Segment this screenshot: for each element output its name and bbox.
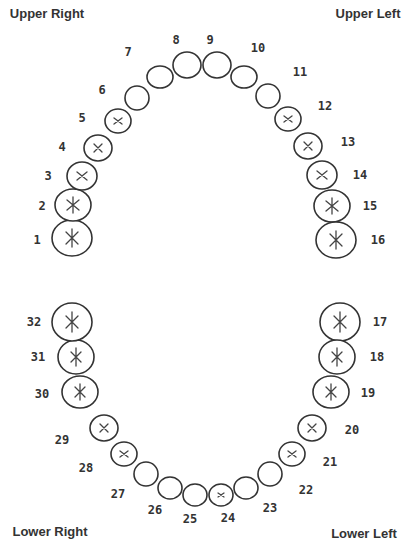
tooth-number: 20 xyxy=(345,424,359,436)
tooth-number: 32 xyxy=(27,316,41,328)
tooth-number: 12 xyxy=(318,100,332,112)
tooth xyxy=(320,303,360,341)
quadrant-label: Lower Left xyxy=(331,527,397,540)
tooth-number: 10 xyxy=(251,42,265,54)
tooth xyxy=(314,190,350,222)
tooth xyxy=(90,415,118,441)
tooth xyxy=(55,189,91,221)
tooth xyxy=(209,484,233,506)
tooth xyxy=(67,162,97,190)
tooth xyxy=(62,376,98,408)
tooth-number: 19 xyxy=(361,387,375,399)
tooth xyxy=(316,222,356,258)
tooth-number: 30 xyxy=(35,388,49,400)
tooth xyxy=(313,376,349,408)
tooth-number: 5 xyxy=(78,112,85,124)
tooth xyxy=(203,52,231,78)
tooth xyxy=(105,109,131,133)
tooth-number: 24 xyxy=(221,512,235,524)
tooth xyxy=(258,462,282,486)
tooth-number: 18 xyxy=(370,351,384,363)
tooth-number: 17 xyxy=(373,316,387,328)
tooth xyxy=(319,340,355,374)
tooth xyxy=(234,477,258,499)
tooth-number: 3 xyxy=(44,170,51,182)
tooth xyxy=(58,340,94,374)
tooth-number: 11 xyxy=(293,66,307,78)
tooth xyxy=(52,303,92,341)
tooth xyxy=(279,442,305,466)
tooth-number: 29 xyxy=(55,434,69,446)
tooth-number: 22 xyxy=(299,484,313,496)
tooth-number: 27 xyxy=(111,488,125,500)
tooth-number: 28 xyxy=(79,462,93,474)
quadrant-label: Lower Right xyxy=(12,525,87,538)
tooth-number: 26 xyxy=(148,504,162,516)
tooth xyxy=(256,84,280,108)
tooth xyxy=(183,484,207,506)
tooth-number: 4 xyxy=(58,141,65,153)
tooth xyxy=(275,107,301,131)
tooth xyxy=(173,52,201,78)
tooth-number: 25 xyxy=(183,513,197,525)
tooth-number: 13 xyxy=(341,136,355,148)
tooth-number: 9 xyxy=(206,34,213,46)
tooth-number: 7 xyxy=(124,46,131,58)
tooth-number: 15 xyxy=(363,200,377,212)
tooth-number: 21 xyxy=(323,456,337,468)
tooth xyxy=(147,66,173,88)
quadrant-label: Upper Right xyxy=(10,7,84,20)
tooth-number: 1 xyxy=(33,234,40,246)
tooth-number: 16 xyxy=(371,234,385,246)
tooth xyxy=(134,462,158,486)
tooth-number: 8 xyxy=(172,34,179,46)
tooth-number: 2 xyxy=(38,200,45,212)
tooth-number: 14 xyxy=(353,169,367,181)
tooth xyxy=(111,442,137,466)
tooth xyxy=(294,133,322,159)
quadrant-label: Upper Left xyxy=(336,7,401,20)
tooth xyxy=(231,66,257,88)
tooth xyxy=(307,161,337,189)
tooth xyxy=(158,477,182,499)
tooth xyxy=(298,415,326,441)
tooth-number: 31 xyxy=(31,351,45,363)
tooth xyxy=(84,135,112,161)
tooth-number: 23 xyxy=(263,502,277,514)
tooth xyxy=(52,220,92,256)
tooth xyxy=(125,86,149,110)
tooth-number: 6 xyxy=(98,84,105,96)
